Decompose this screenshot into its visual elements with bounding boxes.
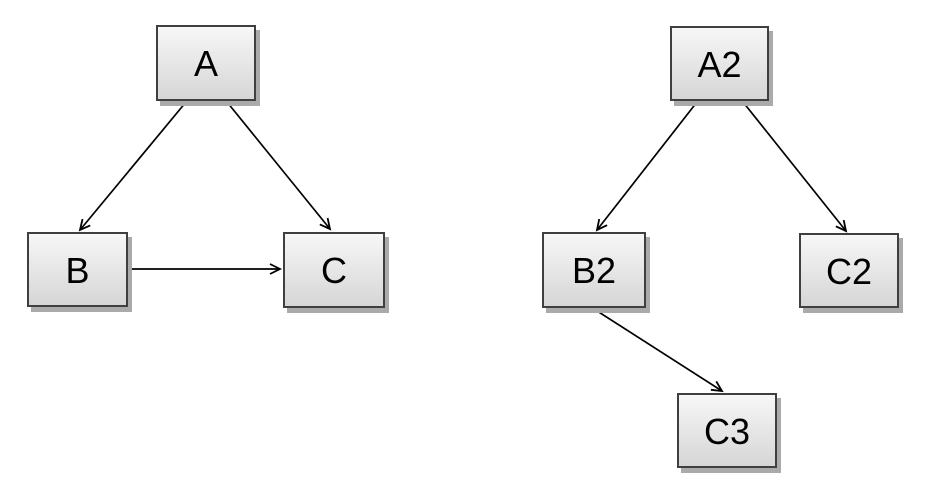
edge-A2-to-C2[interactable] bbox=[742, 101, 848, 233]
node-label: B2 bbox=[571, 250, 617, 291]
node-label: B bbox=[65, 249, 90, 291]
node-A[interactable]: A bbox=[156, 25, 256, 101]
edge-B2-to-C3[interactable] bbox=[593, 308, 724, 393]
node-A2[interactable]: A2 bbox=[670, 26, 769, 101]
node-label: A bbox=[193, 43, 218, 84]
edge-A2-to-B2[interactable] bbox=[595, 101, 698, 232]
node-C2[interactable]: C2 bbox=[799, 233, 899, 308]
edge-group bbox=[78, 101, 848, 393]
edge-A-to-C[interactable] bbox=[226, 101, 332, 231]
node-B2[interactable]: B2 bbox=[542, 232, 646, 308]
node-label: A2 bbox=[697, 43, 742, 85]
node-C[interactable]: C bbox=[283, 232, 385, 308]
node-C3[interactable]: C3 bbox=[677, 393, 777, 468]
node-B[interactable]: B bbox=[27, 232, 128, 307]
node-label: C2 bbox=[825, 250, 873, 292]
node-label: C3 bbox=[703, 410, 751, 452]
edge-A-to-B[interactable] bbox=[78, 101, 187, 232]
node-label: C bbox=[321, 250, 347, 291]
